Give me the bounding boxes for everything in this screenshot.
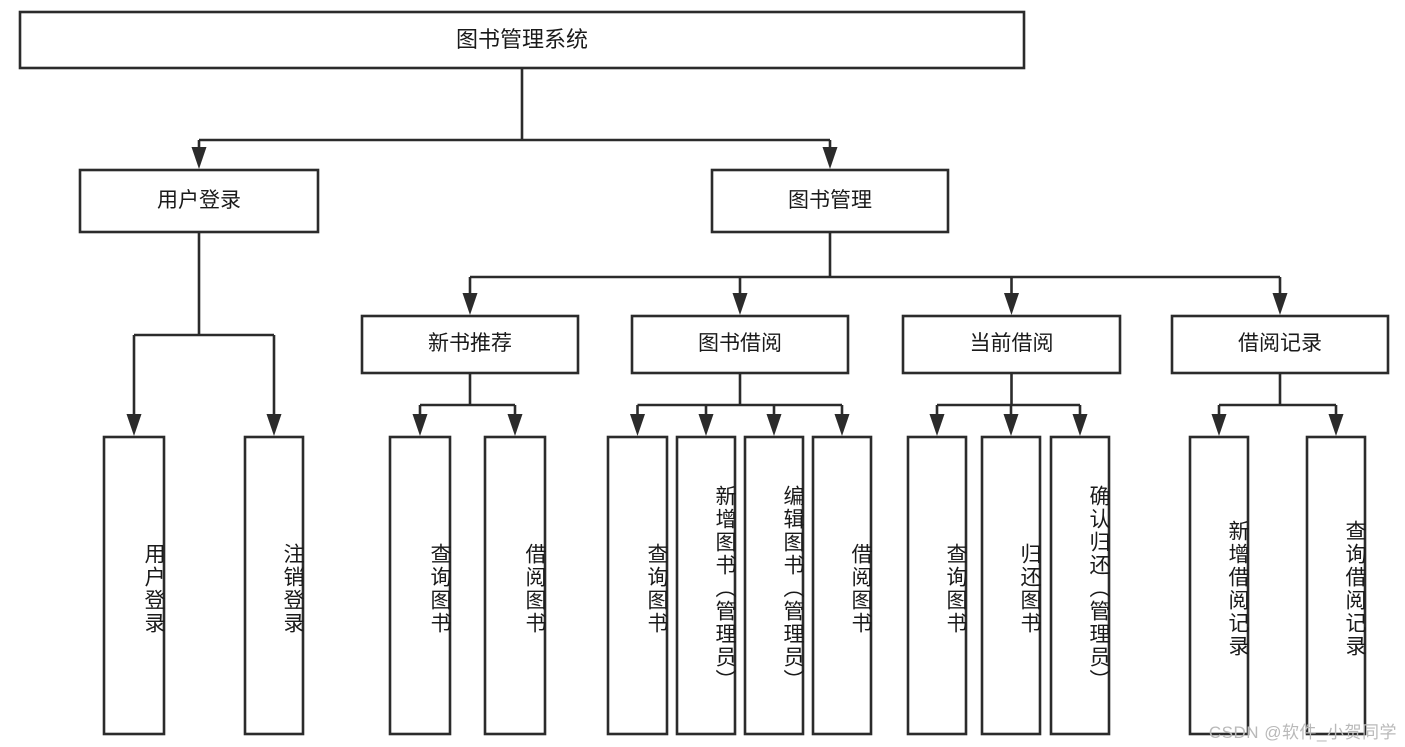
node-box-leaf-edit-book[interactable] bbox=[743, 435, 805, 736]
node-box-leaf-query-book-2[interactable] bbox=[606, 435, 669, 736]
arrow-head bbox=[1072, 414, 1088, 436]
node-box-bookmgmt[interactable] bbox=[710, 168, 950, 234]
node-box-leaf-user-login[interactable] bbox=[102, 435, 166, 736]
node-box-leaf-borrow-book-1[interactable] bbox=[483, 435, 547, 736]
connector-group-borrow bbox=[630, 373, 850, 436]
arrow-head bbox=[732, 293, 748, 315]
node-box-leaf-query-book-3[interactable] bbox=[906, 435, 968, 736]
node-box-current[interactable] bbox=[901, 314, 1122, 375]
node-box-root[interactable] bbox=[18, 10, 1026, 70]
arrow-head bbox=[766, 414, 782, 436]
node-box-leaf-return-book[interactable] bbox=[980, 435, 1042, 736]
node-box-leaf-confirm-return[interactable] bbox=[1049, 435, 1111, 736]
node-box-leaf-logout[interactable] bbox=[243, 435, 305, 736]
node-box-newbook[interactable] bbox=[360, 314, 580, 375]
arrow-head bbox=[266, 414, 282, 436]
connector-group-root bbox=[191, 68, 838, 169]
arrow-head bbox=[822, 147, 838, 169]
arrow-head bbox=[507, 414, 523, 436]
node-box-leaf-borrow-book-2[interactable] bbox=[811, 435, 873, 736]
arrow-head bbox=[1328, 414, 1344, 436]
node-box-leaf-query-record[interactable] bbox=[1305, 435, 1367, 736]
arrow-head bbox=[630, 414, 645, 436]
arrow-head bbox=[1272, 293, 1288, 315]
connector-group-login bbox=[126, 232, 282, 436]
node-box-leaf-add-book[interactable] bbox=[675, 435, 737, 736]
arrow-head bbox=[929, 414, 945, 436]
arrow-head bbox=[1003, 414, 1019, 436]
arrow-head bbox=[462, 293, 478, 315]
connector-layer bbox=[126, 68, 1344, 436]
connector-group-current bbox=[929, 373, 1088, 436]
arrow-head bbox=[1004, 293, 1019, 315]
arrow-head bbox=[191, 147, 207, 169]
node-box-leaf-query-book-1[interactable] bbox=[388, 435, 452, 736]
arrow-head bbox=[698, 414, 714, 436]
arrow-head bbox=[412, 414, 428, 436]
connector-group-bookmgmt bbox=[462, 232, 1288, 315]
node-box-layer bbox=[18, 10, 1390, 736]
connector-group-record bbox=[1211, 373, 1344, 436]
node-box-borrow[interactable] bbox=[630, 314, 850, 375]
arrow-head bbox=[1211, 414, 1227, 436]
node-box-login[interactable] bbox=[78, 168, 320, 234]
arrow-head bbox=[126, 414, 142, 436]
connector-group-newbook bbox=[412, 373, 523, 436]
arrow-head bbox=[834, 414, 850, 436]
node-box-record[interactable] bbox=[1170, 314, 1390, 375]
node-box-leaf-add-record[interactable] bbox=[1188, 435, 1250, 736]
